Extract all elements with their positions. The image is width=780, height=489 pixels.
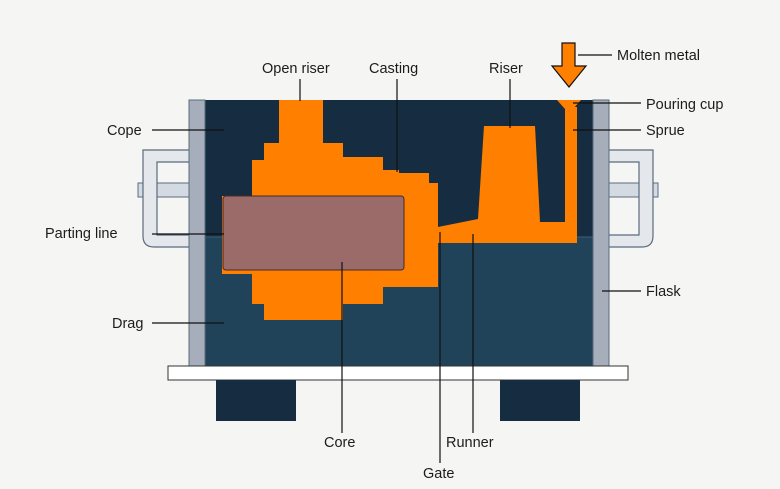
label-pouring-cup: Pouring cup [646, 97, 724, 113]
riser-void [541, 138, 565, 222]
label-riser: Riser [489, 61, 523, 77]
left-foot [216, 380, 296, 421]
leader-lines [152, 54, 641, 463]
label-sprue: Sprue [646, 123, 685, 139]
label-gate: Gate [423, 466, 455, 482]
gate-runner-riser-sprue [438, 107, 577, 243]
label-drag: Drag [112, 316, 144, 332]
label-molten-metal: Molten metal [617, 48, 701, 64]
label-runner: Runner [446, 435, 494, 451]
label-cope: Cope [107, 123, 142, 139]
molten-metal-arrow-icon [550, 42, 588, 88]
flask-right-wall [592, 99, 610, 367]
right-foot [500, 380, 580, 421]
left-handle [137, 149, 191, 248]
label-open-riser: Open riser [262, 61, 330, 77]
flask-left-wall [188, 99, 206, 367]
base-plate [167, 365, 629, 381]
core-shape [222, 195, 405, 271]
pouring-cup-shape [557, 100, 581, 109]
label-parting-line: Parting line [45, 226, 118, 242]
right-handle [605, 149, 659, 248]
label-casting: Casting [369, 61, 419, 77]
label-flask: Flask [646, 284, 681, 300]
label-core: Core [324, 435, 356, 451]
